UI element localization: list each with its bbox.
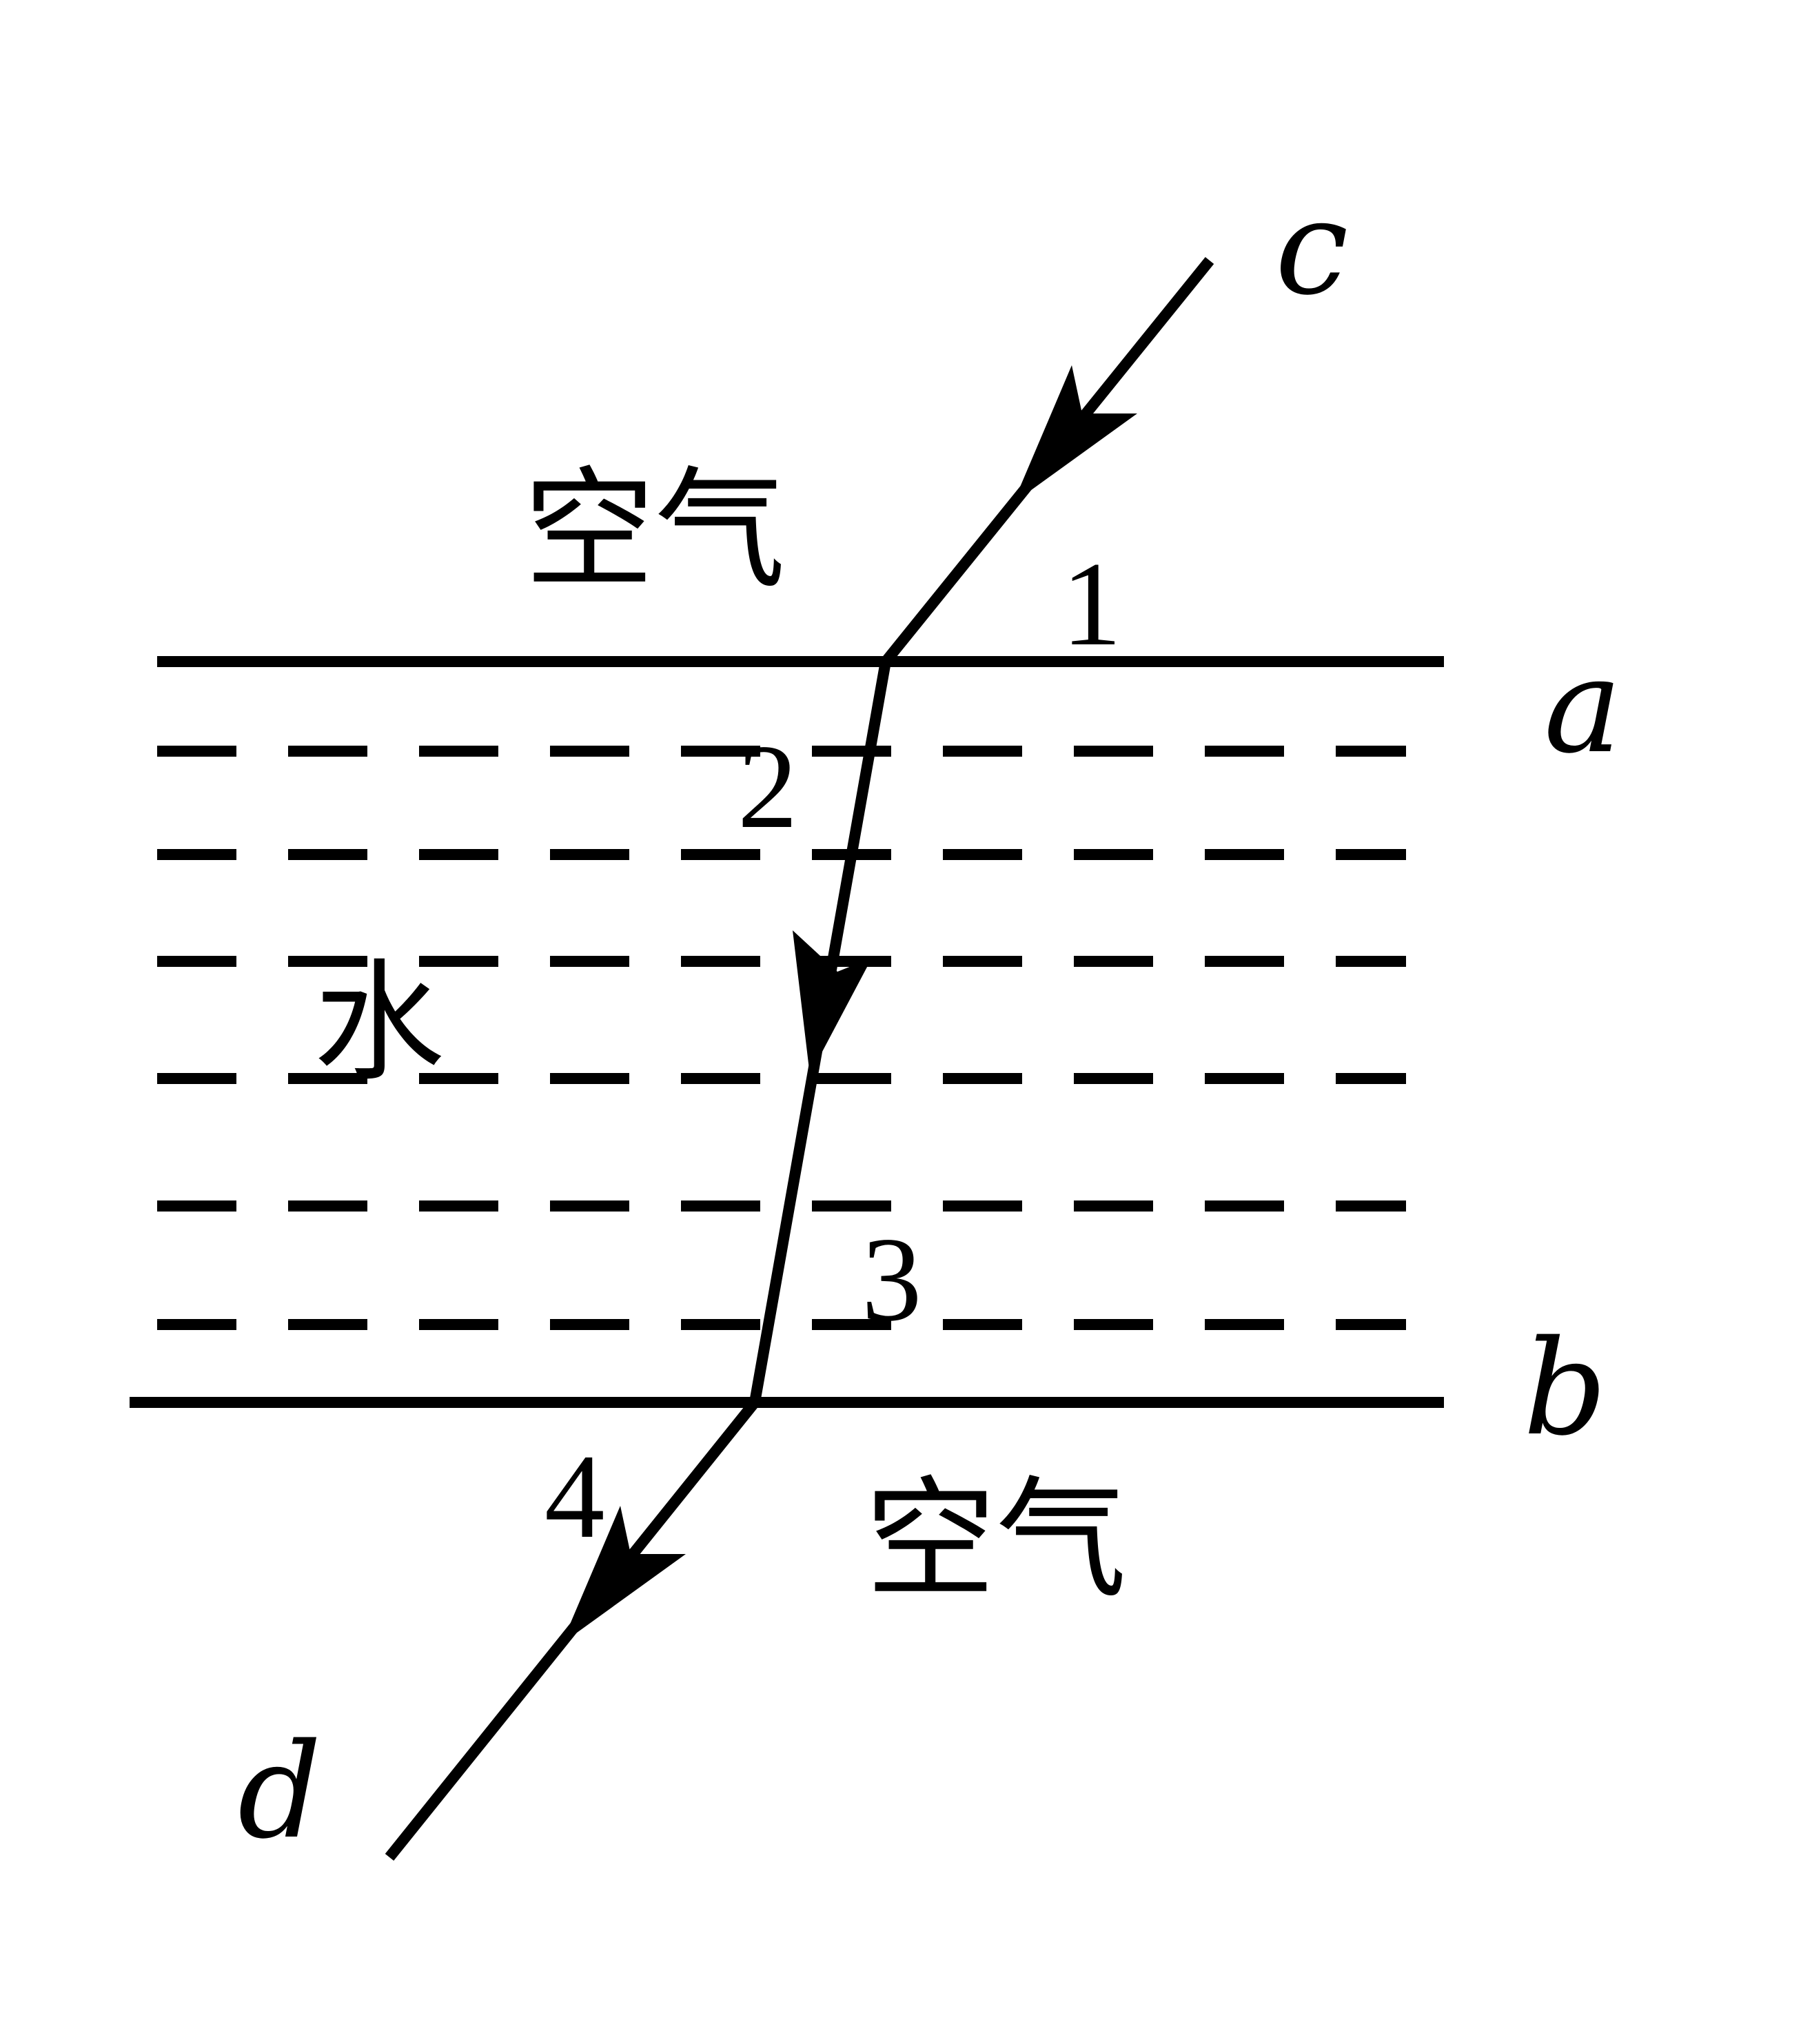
light-ray xyxy=(385,256,1214,1861)
angle-label-1: 1 xyxy=(1061,537,1122,671)
arrowhead-water xyxy=(793,930,872,1075)
label-a: a xyxy=(1544,630,1622,782)
arrowhead-incident xyxy=(1013,365,1137,503)
angle-label-3: 3 xyxy=(862,1212,922,1346)
medium-label-air-bottom: 空气 xyxy=(865,1464,1127,1616)
label-d: d xyxy=(238,1715,322,1868)
water-dashes xyxy=(157,746,1406,1330)
label-c: c xyxy=(1275,172,1348,324)
medium-label-air-top: 空气 xyxy=(524,454,786,606)
medium-label-water: 水 xyxy=(314,947,445,1099)
angle-label-4: 4 xyxy=(544,1429,605,1563)
angle-label-2: 2 xyxy=(737,719,798,853)
arrowhead-emergent xyxy=(562,1506,686,1644)
label-b: b xyxy=(1523,1312,1607,1464)
